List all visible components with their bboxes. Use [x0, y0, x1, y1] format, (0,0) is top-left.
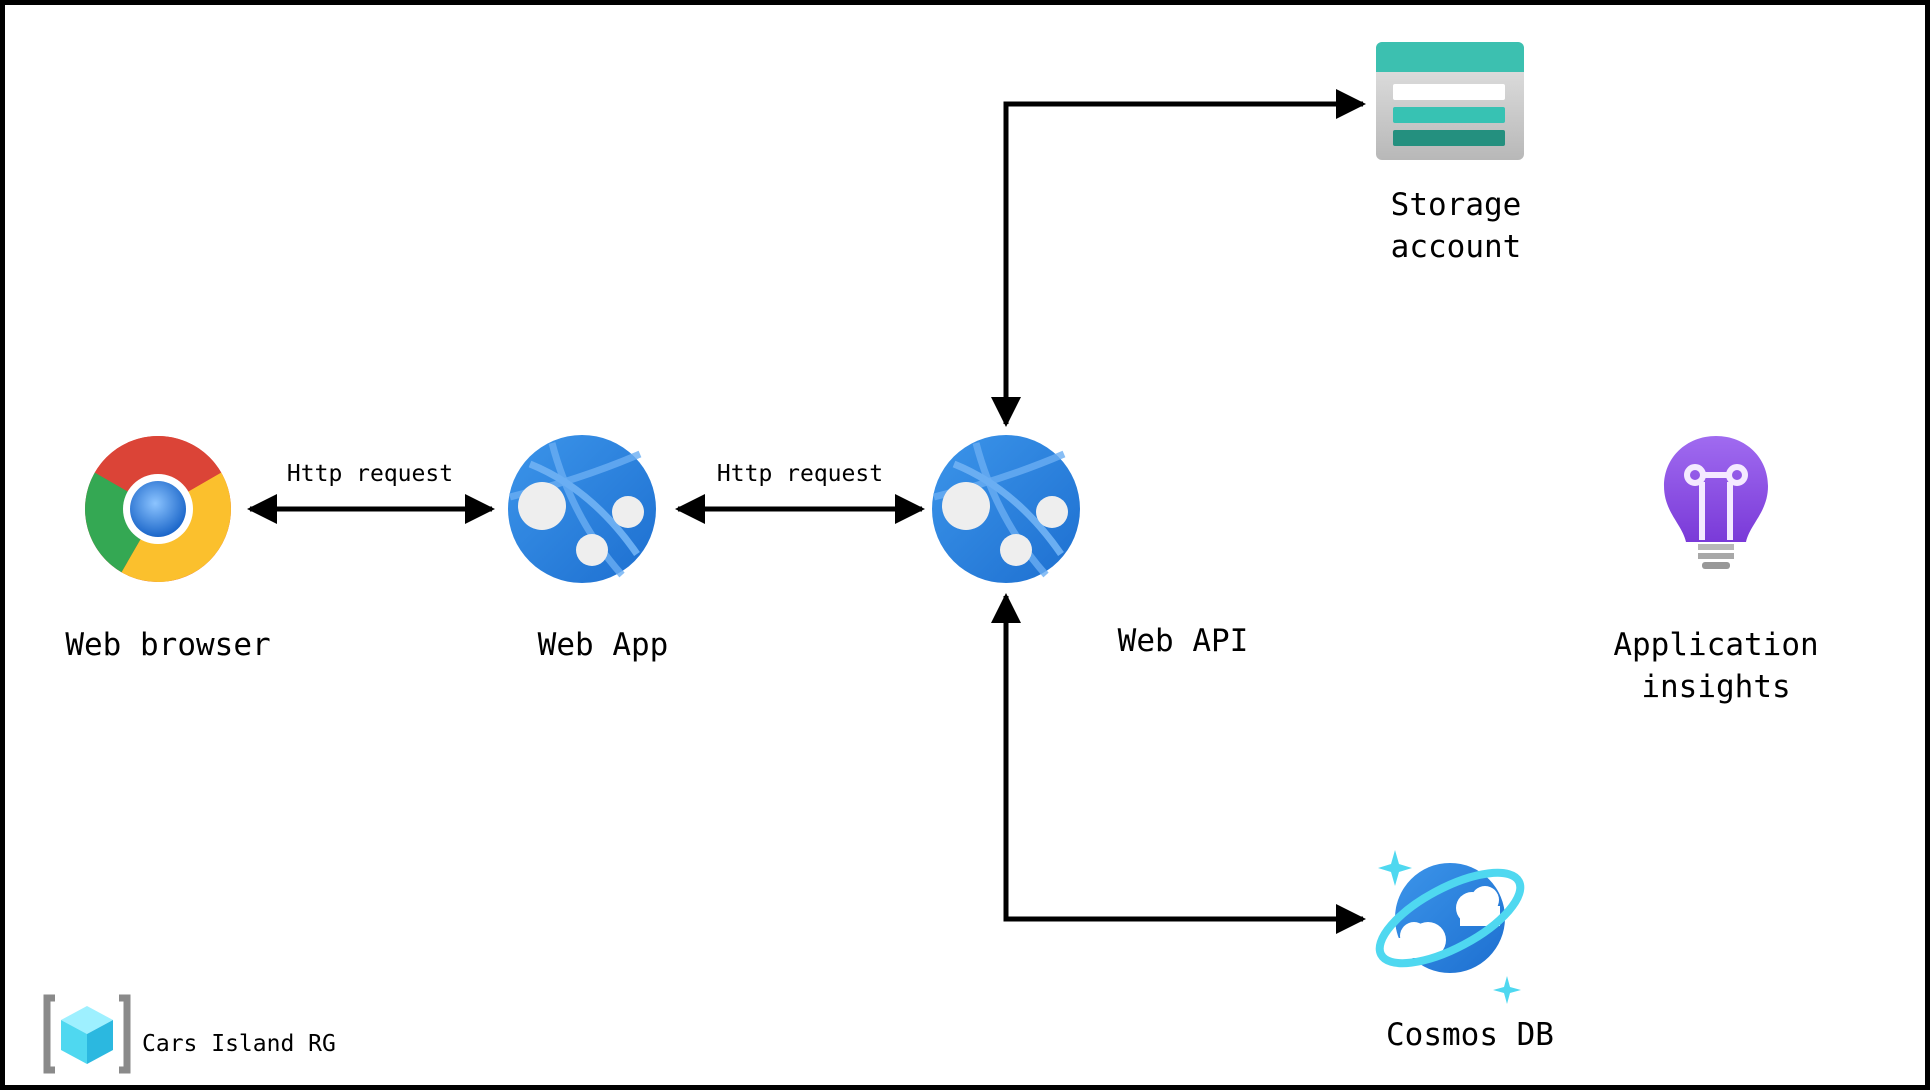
- storage-account-label: Storage account: [1376, 184, 1536, 268]
- lightbulb-icon: [1664, 436, 1768, 569]
- cosmos-db-label: Cosmos DB: [1386, 1017, 1554, 1053]
- edge-webapi-storage: [991, 89, 1366, 427]
- edge-webapi-cosmos: [991, 593, 1366, 934]
- storage-account-label-line2: account: [1390, 229, 1522, 265]
- app-service-icon: [508, 435, 656, 583]
- app-service-icon: [932, 435, 1080, 583]
- application-insights-label-line1: Application: [1613, 627, 1819, 663]
- storage-account-icon: [1376, 42, 1524, 160]
- storage-account-label-line1: Storage: [1390, 187, 1522, 223]
- web-browser-label: Web browser: [65, 627, 271, 663]
- resource-group-icon: [43, 994, 131, 1074]
- resource-group-label: Cars Island RG: [142, 1031, 336, 1057]
- chrome-icon: [85, 436, 231, 582]
- cosmos-db-icon: [1375, 850, 1525, 1004]
- application-insights-label: Application insights: [1600, 624, 1832, 708]
- edge-label-webapp-webapi: Http request: [716, 461, 884, 487]
- web-api-label: Web API: [1117, 623, 1249, 659]
- application-insights-label-line2: insights: [1641, 669, 1791, 705]
- web-app-label: Web App: [537, 627, 669, 663]
- edge-label-browser-webapp: Http request: [286, 461, 454, 487]
